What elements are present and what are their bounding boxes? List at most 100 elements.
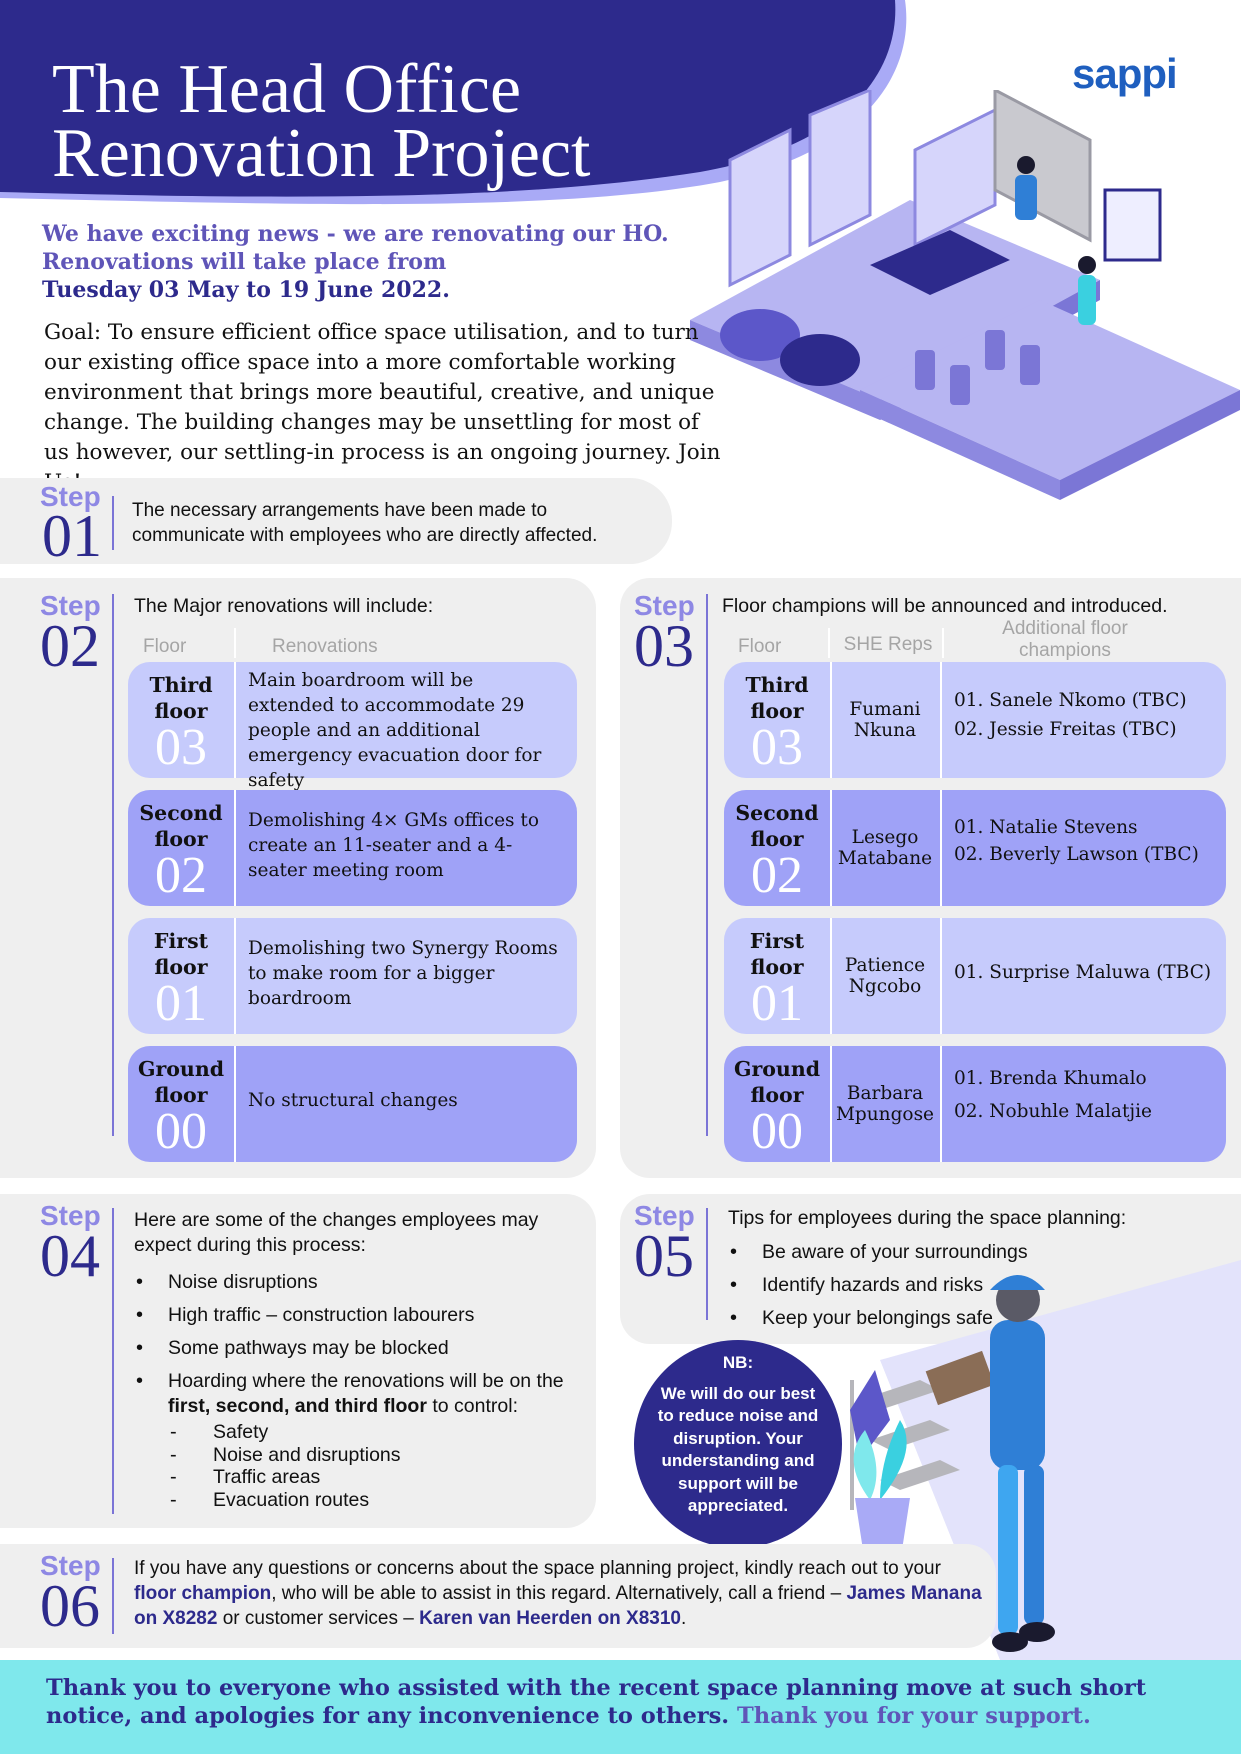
- step-divider: [706, 1208, 708, 1320]
- contact-text: , who will be able to assist in this reg…: [271, 1583, 847, 1604]
- header-divider: [828, 628, 830, 658]
- champion-row-ground: Ground floor 00 Barbara Mpungose 01. Bre…: [724, 1046, 1226, 1162]
- announcement-line-1: We have exciting news - we are renovatin…: [42, 221, 669, 247]
- footer-text: Thank you to everyone who assisted with …: [46, 1674, 1206, 1730]
- floor-name: First floor: [749, 929, 805, 979]
- step-number: 06: [40, 1573, 100, 1639]
- floor-name: Second floor: [735, 801, 819, 851]
- renovation-row-first: First floor 01 Demolishing two Synergy R…: [128, 918, 577, 1034]
- champions-list: 01. Surprise Maluwa (TBC): [954, 958, 1216, 987]
- step-label: Step: [40, 481, 101, 512]
- she-rep: Lesego Matabane: [830, 790, 942, 906]
- title-line-1: The Head Office: [52, 51, 522, 128]
- renovation-row-second: Second floor 02 Demolishing 4× GMs offic…: [128, 790, 577, 906]
- control-item: Noise and disruptions: [168, 1444, 589, 1467]
- hoarding-text-post: to control:: [426, 1395, 518, 1417]
- control-item: Safety: [168, 1421, 589, 1444]
- step-02-panel: Step 02 The Major renovations will inclu…: [0, 578, 596, 1178]
- floor-cell: Second floor 02: [724, 790, 832, 906]
- control-item: Traffic areas: [168, 1466, 589, 1489]
- header-divider: [234, 628, 236, 658]
- floor-cell: Third floor 03: [724, 662, 832, 778]
- office-illustration: [690, 90, 1240, 500]
- step-label: Step: [40, 1200, 101, 1231]
- champion: 02. Beverly Lawson (TBC): [954, 844, 1199, 865]
- karen-van-heerden-contact[interactable]: Karen van Heerden on X8310: [419, 1608, 681, 1629]
- champions-list: 01. Natalie Stevens 02. Beverly Lawson (…: [954, 814, 1216, 868]
- contact-text: .: [681, 1608, 687, 1629]
- column-header-floor: Floor: [738, 636, 782, 657]
- step-03-panel: Step 03 Floor champions will be announce…: [620, 578, 1241, 1178]
- floor-cell: Ground floor 00: [128, 1046, 236, 1162]
- sappi-logo: sappi: [1072, 50, 1178, 97]
- announcement: We have exciting news - we are renovatin…: [42, 220, 682, 304]
- nb-badge: NB: We will do our best to reduce noise …: [634, 1340, 842, 1548]
- floor-name: Second floor: [139, 801, 223, 851]
- she-rep: Patience Ngcobo: [830, 918, 942, 1034]
- step-05-intro: Tips for employees during the space plan…: [728, 1207, 1127, 1229]
- step-number: 04: [40, 1223, 100, 1289]
- floor-name: First floor: [153, 929, 209, 979]
- column-header-champions: Additional floor champions: [1002, 618, 1128, 661]
- champion-row-third: Third floor 03 Fumani Nkuna 01. Sanele N…: [724, 662, 1226, 778]
- list-item: Identify hazards and risks: [728, 1273, 1108, 1298]
- page-title: The Head Office Renovation Project: [52, 51, 591, 192]
- control-item: Evacuation routes: [168, 1489, 589, 1512]
- announcement-line-2: Renovations will take place from: [42, 249, 447, 275]
- column-header-she-reps: SHE Reps: [843, 634, 933, 655]
- floor-number: 03: [155, 719, 207, 776]
- step-02-heading: The Major renovations will include:: [134, 595, 434, 617]
- step-divider: [112, 1208, 114, 1514]
- floor-name: Third floor: [745, 673, 809, 723]
- step-05-panel: Step 05 Tips for employees during the sp…: [620, 1194, 1241, 1344]
- floor-number: 02: [751, 847, 803, 904]
- footer-accent: Thank you for your support.: [736, 1703, 1091, 1729]
- floor-name: Ground floor: [733, 1057, 821, 1107]
- step-divider: [112, 594, 114, 1136]
- renovation-text: Demolishing 4× GMs offices to create an …: [248, 810, 539, 881]
- step-label: Step: [634, 1200, 695, 1231]
- renovation-text: Demolishing two Synergy Rooms to make ro…: [248, 938, 558, 1009]
- floor-name: Third floor: [149, 673, 213, 723]
- nb-text: We will do our best to reduce noise and …: [657, 1383, 819, 1516]
- step-01-text: The necessary arrangements have been mad…: [132, 500, 598, 546]
- step-label: Step: [40, 1550, 101, 1581]
- header-banner: [0, 0, 907, 205]
- she-rep: Fumani Nkuna: [830, 662, 942, 778]
- list-item: Keep your belongings safe: [728, 1306, 1108, 1331]
- step-03-heading: Floor champions will be announced and in…: [722, 595, 1168, 617]
- champion-row-first: First floor 01 Patience Ngcobo 01. Surpr…: [724, 918, 1226, 1034]
- step-06-panel: Step 06 If you have any questions or con…: [0, 1544, 996, 1648]
- list-item: Be aware of your surroundings: [728, 1240, 1108, 1265]
- hoarding-text-pre: Hoarding where the renovations will be o…: [168, 1370, 564, 1392]
- champion: 02. Jessie Freitas (TBC): [954, 719, 1177, 740]
- floor-number: 01: [155, 975, 207, 1032]
- contact-text: If you have any questions or concerns ab…: [134, 1558, 941, 1579]
- step-number: 03: [634, 613, 694, 679]
- footer-thanks: Thank you to everyone who assisted with …: [46, 1675, 1147, 1729]
- champions-list: 01. Brenda Khumalo 02. Nobuhle Malatjie: [954, 1062, 1216, 1128]
- floor-champion-link[interactable]: floor champion: [134, 1583, 272, 1604]
- header-divider: [942, 628, 944, 658]
- champion-row-second: Second floor 02 Lesego Matabane 01. Nata…: [724, 790, 1226, 906]
- floor-number: 02: [155, 847, 207, 904]
- floor-name: Ground floor: [137, 1057, 225, 1107]
- step-number: 02: [40, 613, 100, 679]
- floor-cell: Ground floor 00: [724, 1046, 832, 1162]
- tips-list: Be aware of your surroundings Identify h…: [728, 1240, 1108, 1339]
- floor-number: 01: [751, 975, 803, 1032]
- champion: 01. Natalie Stevens: [954, 817, 1138, 838]
- floor-cell: Third floor 03: [128, 662, 236, 778]
- step-number: 05: [634, 1223, 694, 1289]
- step-label: Step: [634, 590, 695, 621]
- step-01-panel: Step 01 The necessary arrangements have …: [0, 478, 672, 566]
- step-divider: [112, 496, 114, 550]
- list-item: Some pathways may be blocked: [134, 1336, 589, 1361]
- title-line-2: Renovation Project: [52, 115, 591, 192]
- champion: 01. Sanele Nkomo (TBC): [954, 690, 1187, 711]
- goal-text: Goal: To ensure efficient office space u…: [44, 320, 721, 495]
- nb-label: NB:: [722, 1353, 754, 1372]
- james-manana-contact[interactable]: James Manana on X8282: [134, 1583, 982, 1629]
- footer-banner: Thank you to everyone who assisted with …: [0, 1660, 1241, 1754]
- contact-text: or customer services –: [217, 1608, 420, 1629]
